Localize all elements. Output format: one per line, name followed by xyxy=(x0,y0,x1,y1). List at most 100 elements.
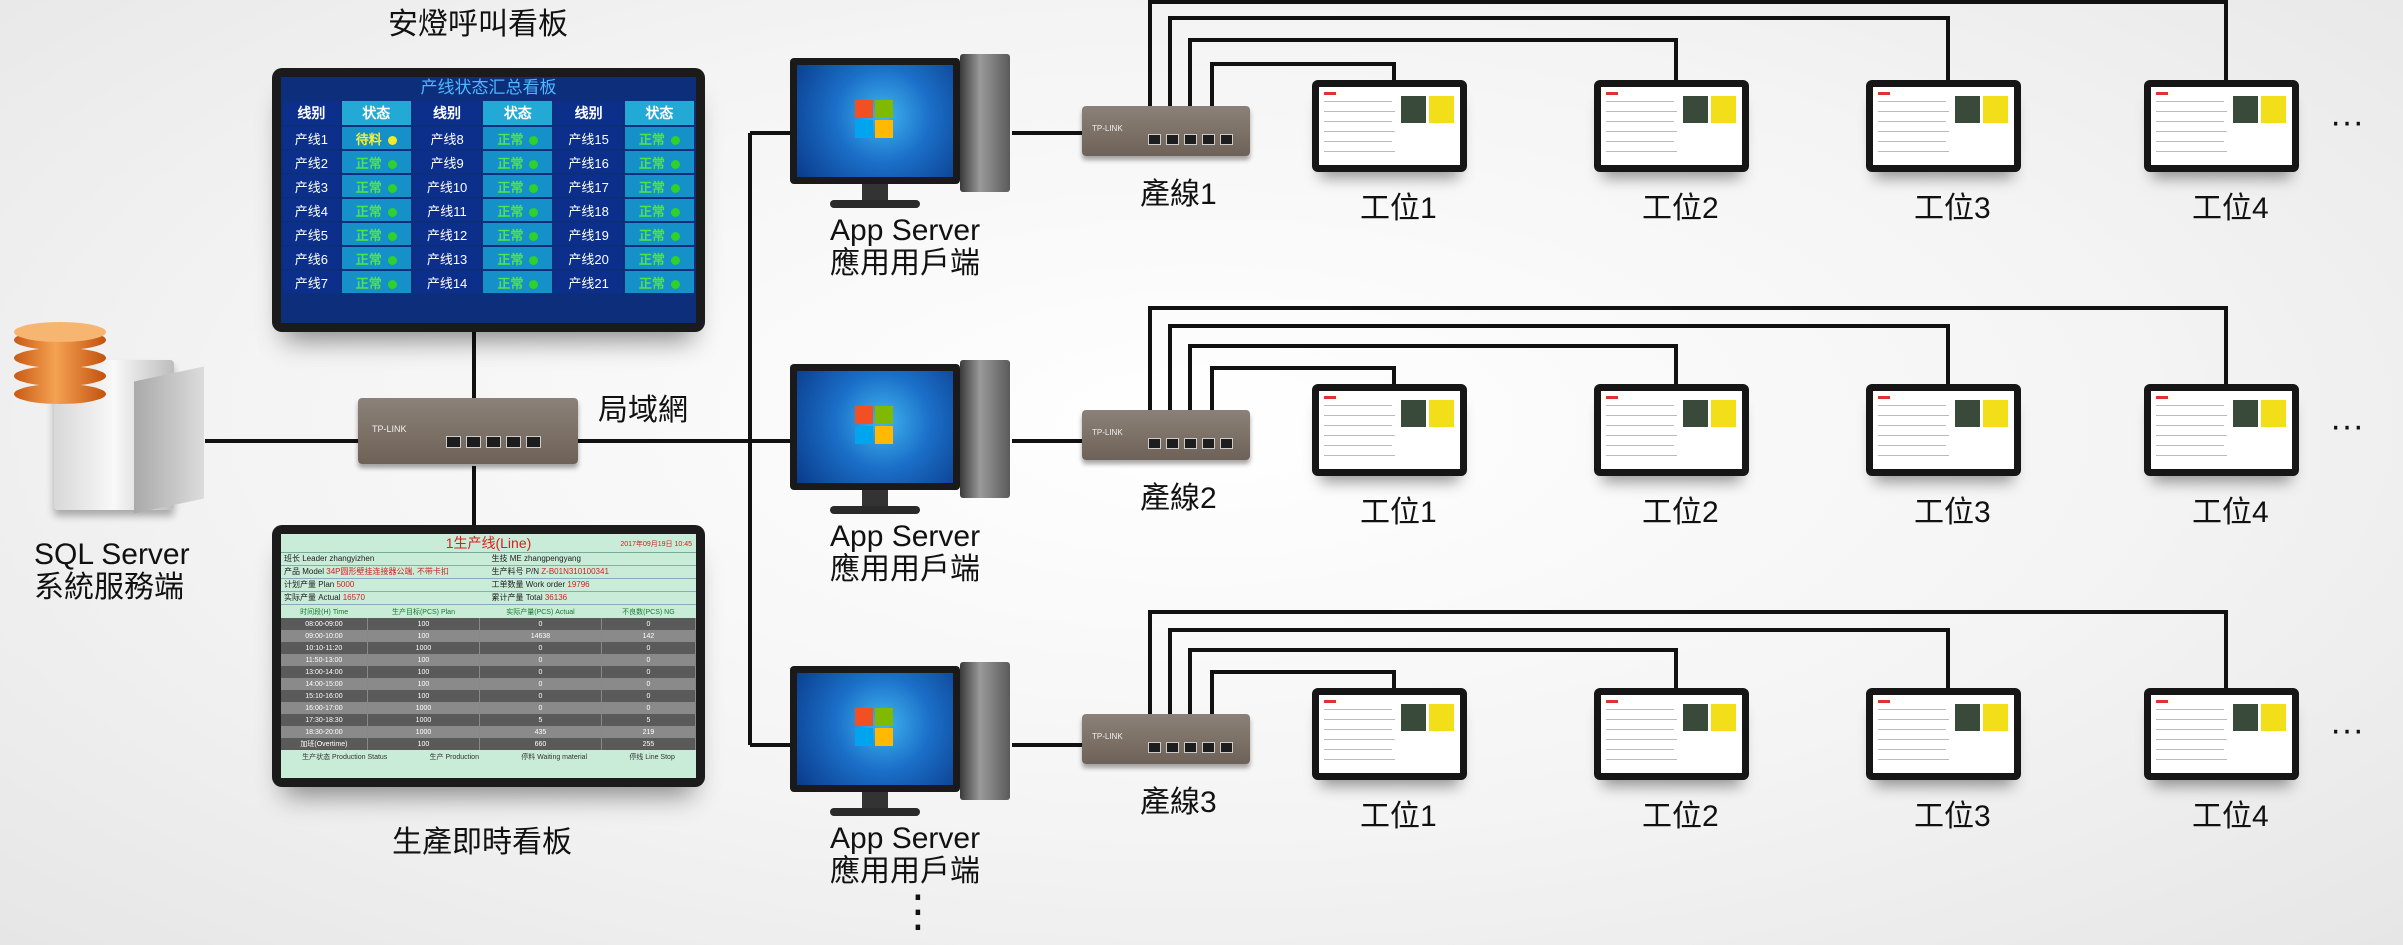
production-cell: 5 xyxy=(479,714,602,726)
production-line-title: 1生产线(Line) xyxy=(445,535,532,551)
production-cell: 0 xyxy=(479,678,602,690)
production-cell: 0 xyxy=(601,678,696,690)
andon-status-cell: 正常 xyxy=(483,199,553,221)
l3-ws2-wire xyxy=(1188,648,1678,718)
production-header-cell: 实际产量(PCS) Actual xyxy=(506,608,575,616)
production-line-label: 產線2 xyxy=(1140,482,1217,515)
production-cell: 219 xyxy=(601,726,696,738)
workstation-label: 工位4 xyxy=(2192,192,2269,225)
production-info-value: zhangyizhen xyxy=(329,554,375,563)
andon-line-cell: 产线13 xyxy=(412,247,482,269)
production-info-label: 工单数量 Work order xyxy=(491,580,566,589)
andon-status-dot xyxy=(670,231,680,241)
production-cell: 0 xyxy=(601,702,696,714)
andon-status-dot xyxy=(387,207,397,217)
production-legend-item: 生产 Production xyxy=(429,754,479,761)
production-info-value: zhangpengyang xyxy=(523,554,581,563)
production-cell: 100 xyxy=(367,666,481,678)
workstation-label: 工位1 xyxy=(1360,800,1437,833)
andon-header-cell: 线别 xyxy=(554,101,623,125)
andon-status-cell: 正常 xyxy=(341,151,411,173)
andon-status-dot xyxy=(387,231,397,241)
windows-logo-icon xyxy=(855,406,895,446)
andon-status-cell: 待料 xyxy=(341,127,411,149)
andon-status-text: 正常 xyxy=(638,155,665,171)
andon-line-cell: 产线14 xyxy=(412,271,482,293)
work-instruction-document xyxy=(1601,87,1742,165)
work-instruction-document xyxy=(1601,695,1742,773)
andon-status-dot xyxy=(529,135,539,145)
production-cell: 加班(Overtime) xyxy=(281,738,368,750)
production-cell: 09:00-10:00 xyxy=(281,630,368,642)
andon-status-cell: 正常 xyxy=(341,247,411,269)
workstation-terminal xyxy=(2144,80,2299,172)
andon-status-cell: 正常 xyxy=(483,175,553,197)
andon-status-cell: 正常 xyxy=(624,175,694,197)
production-cell: 100 xyxy=(367,690,481,702)
app-server-label-line1: App Server xyxy=(830,520,981,553)
production-legend-item: 停料 Waiting material xyxy=(521,754,588,761)
production-info-label: 班长 Leader xyxy=(284,554,328,563)
andon-status-text: 正常 xyxy=(638,131,665,147)
andon-line-cell: 产线19 xyxy=(554,223,623,245)
production-datetime: 2017年09月19日 10:45 xyxy=(620,541,692,548)
andon-line-cell: 产线17 xyxy=(554,175,623,197)
production-header-cell: 不良数(PCS) NG xyxy=(622,608,675,616)
production-line-label: 產線3 xyxy=(1140,786,1217,819)
production-cell: 14638 xyxy=(479,630,602,642)
app-server-icon xyxy=(790,54,1015,208)
andon-status-dot xyxy=(529,231,539,241)
andon-status-cell: 正常 xyxy=(624,247,694,269)
app-server-label-line2: 應用用戶端 xyxy=(830,247,981,280)
andon-status-text: 正常 xyxy=(638,275,665,291)
andon-status-cell: 正常 xyxy=(483,223,553,245)
andon-status-cell: 正常 xyxy=(483,151,553,173)
windows-logo-icon xyxy=(855,100,895,140)
sql-server-label-line1: SQL Server xyxy=(34,538,190,571)
work-instruction-document xyxy=(1601,391,1742,469)
lan-switch-icon: TP-LINK xyxy=(358,398,578,464)
andon-status-cell: 正常 xyxy=(341,175,411,197)
production-info-value: 36136 xyxy=(544,593,568,602)
production-cell: 17:30-18:30 xyxy=(281,714,368,726)
andon-header-cell: 状态 xyxy=(483,101,553,125)
production-cell: 0 xyxy=(479,666,602,678)
andon-status-dot xyxy=(387,255,397,265)
andon-status-text: 正常 xyxy=(497,203,524,219)
work-instruction-document xyxy=(2151,391,2292,469)
production-cell: 10:10-11:20 xyxy=(281,642,368,654)
l3-ws4-wire xyxy=(1148,610,2228,718)
l3-ws3-wire xyxy=(1168,628,1950,718)
andon-status-dot xyxy=(387,279,397,289)
production-cell: 0 xyxy=(601,690,696,702)
andon-status-text: 正常 xyxy=(497,155,524,171)
andon-status-dot xyxy=(387,183,397,193)
andon-status-cell: 正常 xyxy=(624,151,694,173)
andon-line-cell: 产线8 xyxy=(412,127,482,149)
andon-status-dot xyxy=(529,207,539,217)
work-instruction-document xyxy=(2151,87,2292,165)
sql-server-label: SQL Server 系統服務端 xyxy=(34,538,190,604)
production-info-field: 班长 Leader zhangyizhen xyxy=(281,553,489,566)
andon-line-cell: 产线6 xyxy=(283,247,340,269)
work-instruction-document xyxy=(2151,695,2292,773)
work-instruction-document xyxy=(1873,391,2014,469)
andon-line-cell: 产线2 xyxy=(283,151,340,173)
production-info-field: 实际产量 Actual 16570 xyxy=(281,592,489,605)
app-server-icon xyxy=(790,662,1015,816)
andon-status-text: 正常 xyxy=(355,275,382,291)
l2-ws3-wire xyxy=(1168,324,1950,414)
work-instruction-document xyxy=(1319,87,1460,165)
